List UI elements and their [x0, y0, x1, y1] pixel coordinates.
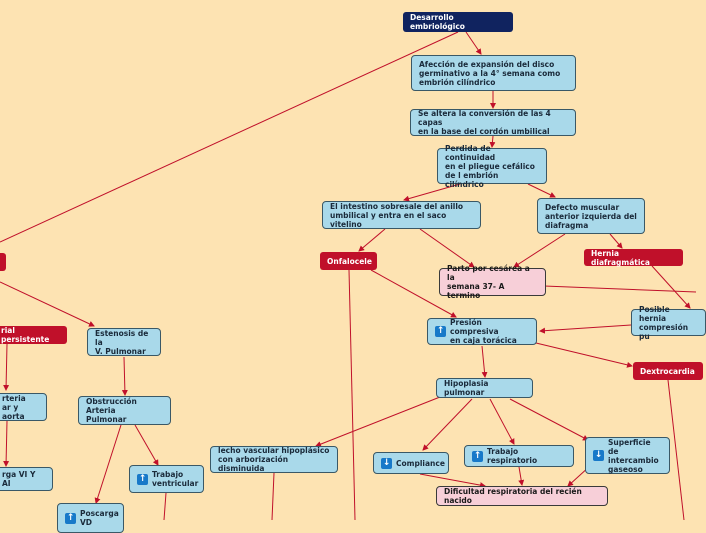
- node-superficie-intercambio[interactable]: ↓ Superficie de intercambio gaseoso: [585, 437, 670, 474]
- connector: [370, 269, 457, 318]
- arrow-down-icon: ↓: [381, 457, 392, 469]
- node-arterial-persistente[interactable]: rial persistente: [0, 326, 67, 344]
- connector: [134, 424, 159, 466]
- node-obstruccion-arteria[interactable]: Obstrucción Arteria Pulmonar: [78, 396, 171, 425]
- connector: [489, 398, 515, 445]
- node-label: Posible hernia compresión pu: [639, 304, 689, 341]
- node-label: Trabajo respiratorio: [487, 447, 538, 465]
- node-label: Onfalocele: [327, 256, 372, 266]
- connector: [667, 379, 685, 521]
- connector: [0, 281, 95, 327]
- node-carga-vi-ai[interactable]: rga VI Y AI: [0, 467, 53, 491]
- connector: [348, 269, 356, 521]
- mind-map-canvas: Desarrollo embriológico Afección de expa…: [0, 12, 706, 533]
- connector: [419, 473, 486, 489]
- connector: [509, 398, 589, 441]
- arrow-up-icon: ↑: [472, 450, 483, 462]
- node-desarrollo-embriologico[interactable]: Desarrollo embriológico: [403, 12, 513, 32]
- node-label: Trabajo ventricular: [152, 470, 199, 488]
- arrow-up-icon: ↑: [435, 326, 446, 337]
- connector: [465, 31, 482, 55]
- node-intestino-sobresale[interactable]: El intestino sobresale del anillo umbili…: [322, 201, 481, 229]
- node-poscarga-vd[interactable]: ↑ Poscarga VD: [57, 503, 124, 533]
- connector: [535, 342, 633, 368]
- node-label: Dificultad respiratoria del recién nacid…: [444, 487, 582, 505]
- connector: [271, 472, 275, 521]
- connector: [527, 183, 556, 198]
- node-label: lecho vascular hipoplásico con arborizac…: [218, 446, 330, 473]
- connector: [609, 233, 623, 249]
- node-estenosis-vena-pulmonar[interactable]: Estenosis de la V. Pulmonar: [87, 328, 161, 356]
- node-onfalocele[interactable]: Onfalocele: [320, 252, 377, 270]
- connector: [3, 343, 10, 391]
- node-label: Obstrucción Arteria Pulmonar: [86, 397, 137, 424]
- connector: [543, 285, 697, 293]
- node-label: Defecto muscular anterior izquierda del …: [545, 202, 637, 230]
- connector: [513, 233, 566, 268]
- connector-layer: [0, 31, 697, 521]
- connector: [121, 356, 128, 396]
- connector: [3, 420, 10, 467]
- node-label: Hipoplasia pulmonar: [444, 379, 489, 397]
- connector: [94, 424, 122, 504]
- connector: [422, 398, 473, 451]
- arrow-up-icon: ↑: [137, 473, 148, 485]
- node-dextrocardia[interactable]: Dextrocardia: [633, 362, 703, 380]
- connector: [0, 31, 459, 243]
- node-compliance[interactable]: ↓ Compliance: [373, 452, 449, 474]
- node-label: Perdida de continuidad en el pliegue cef…: [445, 143, 535, 189]
- connector: [419, 228, 475, 268]
- node-altera-conversion[interactable]: Se altera la conversión de las 4 capas e…: [410, 109, 576, 136]
- node-lecho-vascular[interactable]: lecho vascular hipoplásico con arborizac…: [210, 446, 338, 473]
- node-label: rga VI Y AI: [2, 470, 36, 488]
- connector: [358, 228, 386, 252]
- node-label: Superficie de intercambio gaseoso: [608, 437, 659, 474]
- node-presion-compresiva[interactable]: ↑ Presión compresiva en caja torácica: [427, 318, 537, 345]
- node-parto-cesarea[interactable]: Parto por cesárea a la semana 37- A term…: [439, 264, 546, 300]
- connector: [163, 492, 167, 521]
- node-label: El intestino sobresale del anillo umbili…: [330, 201, 464, 229]
- connector: [481, 345, 488, 378]
- node-hipoplasia-pulmonar[interactable]: Hipoplasia pulmonar: [436, 378, 533, 398]
- node-label: rial persistente: [1, 326, 50, 344]
- node-dificultad-respiratoria[interactable]: Dificultad respiratoria del recién nacid…: [436, 486, 608, 506]
- node-left-cut[interactable]: [0, 253, 6, 271]
- node-label: Dextrocardia: [640, 366, 695, 376]
- node-label: Afección de expansión del disco germinat…: [419, 59, 561, 87]
- node-defecto-muscular[interactable]: Defecto muscular anterior izquierda del …: [537, 198, 645, 234]
- node-perdida-continuidad[interactable]: Perdida de continuidad en el pliegue cef…: [437, 144, 547, 189]
- node-afeccion-expansion[interactable]: Afección de expansión del disco germinat…: [411, 55, 576, 91]
- connector: [518, 466, 525, 486]
- node-trabajo-ventricular[interactable]: ↑ Trabajo ventricular: [129, 465, 204, 493]
- connector: [403, 183, 461, 202]
- arrow-up-icon: ↑: [65, 512, 76, 524]
- node-hernia-diafragmatica[interactable]: Hernia diafragmática: [584, 248, 683, 267]
- node-label: Parto por cesárea a la semana 37- A term…: [447, 264, 530, 300]
- node-label: Presión compresiva en caja torácica: [450, 318, 517, 345]
- node-label: Hernia diafragmática: [591, 248, 650, 267]
- node-arteria-aorta[interactable]: rteria ar y aorta: [0, 393, 47, 421]
- node-label: Desarrollo embriológico: [410, 13, 465, 31]
- connector: [539, 324, 632, 334]
- connector: [651, 265, 691, 309]
- node-label: Poscarga VD: [80, 509, 119, 527]
- node-posible-hernia[interactable]: Posible hernia compresión pu: [631, 305, 706, 341]
- node-trabajo-respiratorio[interactable]: ↑ Trabajo respiratorio: [464, 445, 574, 467]
- node-label: Estenosis de la V. Pulmonar: [95, 328, 149, 356]
- arrow-down-icon: ↓: [593, 450, 604, 461]
- node-label: Se altera la conversión de las 4 capas e…: [418, 109, 551, 136]
- node-label: Compliance: [396, 458, 445, 468]
- connector: [489, 135, 496, 148]
- node-label: rteria ar y aorta: [2, 393, 26, 421]
- connector: [315, 396, 441, 447]
